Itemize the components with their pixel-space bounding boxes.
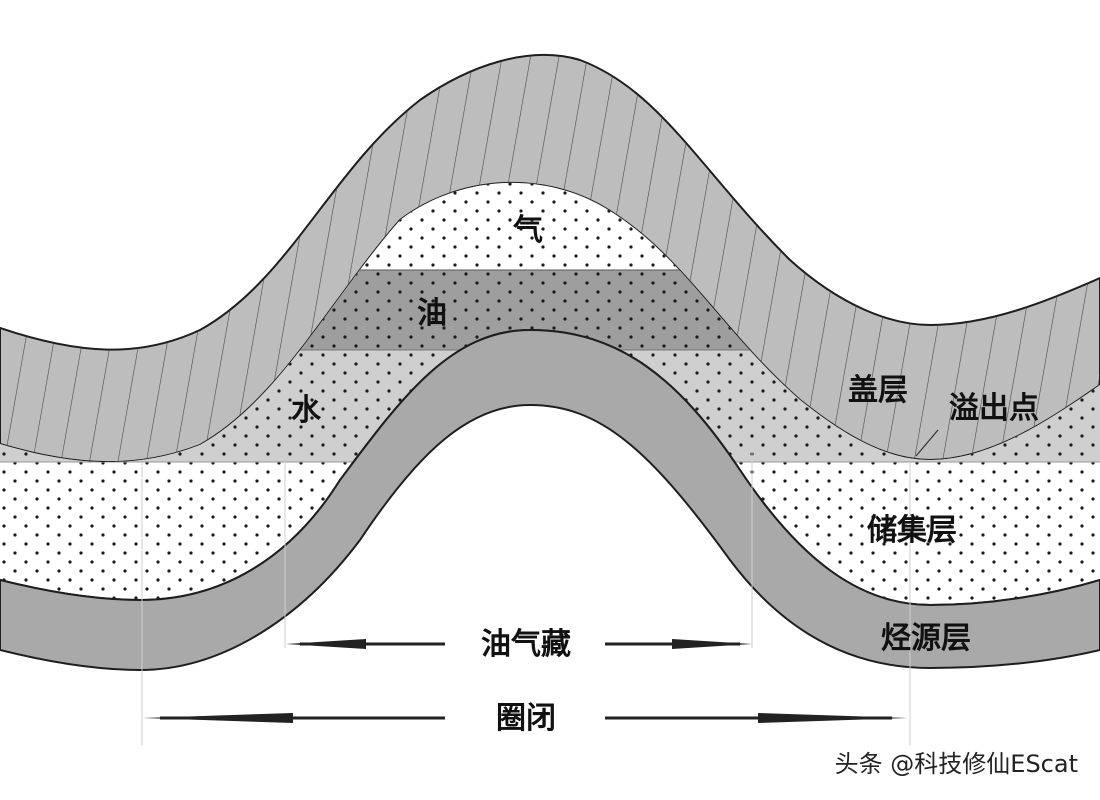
label-source-layer: 烃源层 [881, 621, 971, 656]
label-gas: 气 [513, 213, 543, 248]
label-cap-layer: 盖层 [848, 373, 908, 408]
label-water: 水 [291, 393, 322, 428]
watermark: 头条 @科技修仙EScat [835, 750, 1078, 778]
cap-rock-hatch [0, 54, 1100, 463]
label-trap-span: 圈闭 [496, 701, 556, 736]
spill-point-leader [915, 429, 939, 457]
label-reservoir-layer: 储集层 [867, 513, 957, 548]
label-spill-point: 溢出点 [949, 391, 1039, 426]
trap-span-arrow [143, 713, 908, 723]
label-oil: 油 [417, 296, 447, 331]
source-rock-layer [0, 328, 1100, 672]
reservoir-span-arrow [286, 639, 752, 649]
label-reservoir-span: 油气藏 [481, 627, 571, 662]
